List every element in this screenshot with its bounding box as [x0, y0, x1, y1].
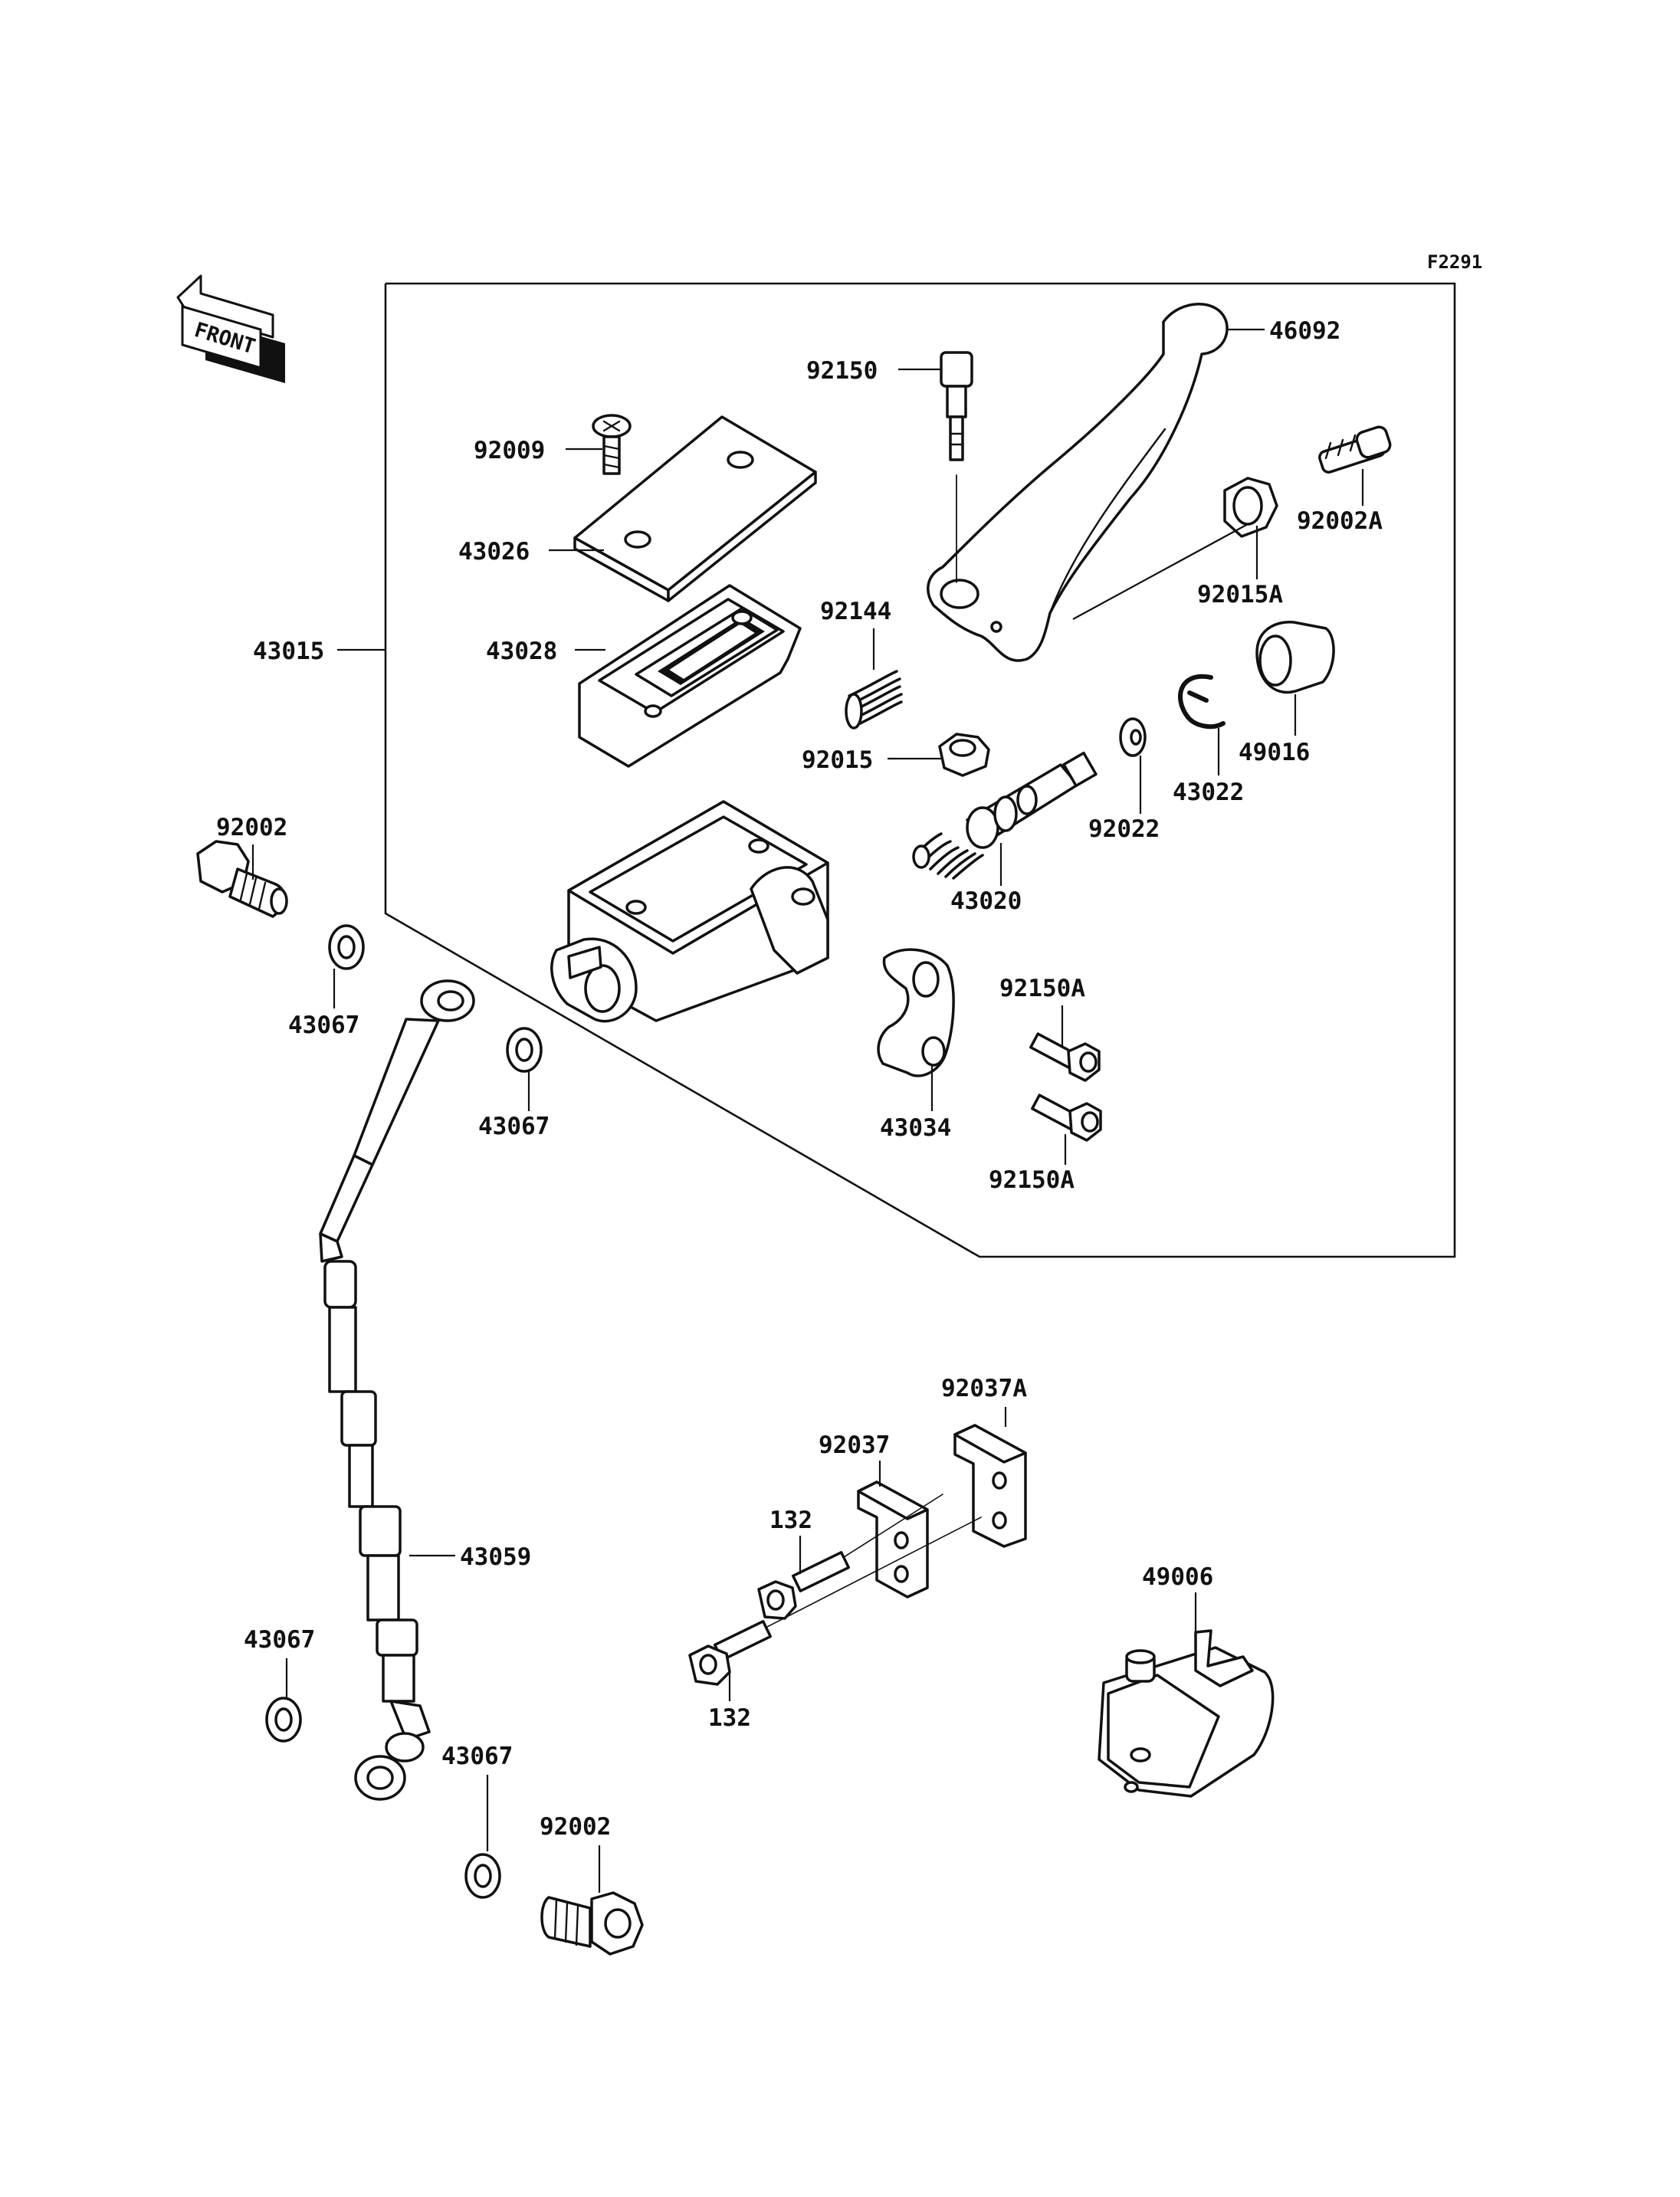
- callout-46092: 46092: [1269, 317, 1340, 345]
- hose-bracket-inner: [857, 1481, 929, 1599]
- callout-92015a: 92015A: [1197, 581, 1283, 608]
- assembly-frame: [384, 282, 1456, 1258]
- brake-lever: [927, 303, 1229, 662]
- crush-washer-2: [506, 1027, 543, 1073]
- callout-92150: 92150: [806, 357, 878, 385]
- adjuster-screw: [1318, 425, 1392, 474]
- lever-pivot-bolt: [940, 351, 973, 583]
- callout-43067-c: 43067: [244, 1626, 315, 1654]
- circlip: [1178, 674, 1226, 730]
- callout-43034: 43034: [880, 1114, 951, 1142]
- dust-boot: [1255, 620, 1335, 694]
- callout-labels: 46092 92150 92009 92002A 43026 92015A 92…: [216, 317, 1383, 1841]
- crush-washer-4: [464, 1853, 501, 1899]
- banjo-bolt-lower: [540, 1891, 644, 1956]
- banjo-bolt-upper: [196, 840, 288, 918]
- bracket-bolt-lower: [688, 1517, 982, 1686]
- callout-43028: 43028: [486, 638, 557, 665]
- master-cylinder-body: [550, 800, 829, 1023]
- clamp-bolt-lower: [1031, 1094, 1102, 1142]
- cap-screw: [592, 414, 632, 475]
- callout-92037a: 92037A: [941, 1375, 1027, 1402]
- crush-washer-3: [265, 1697, 302, 1743]
- callout-92150a-upper: 92150A: [999, 975, 1085, 1002]
- callout-92002-lower: 92002: [540, 1813, 611, 1841]
- callout-92144: 92144: [820, 598, 891, 625]
- callout-132-upper: 132: [769, 1507, 812, 1534]
- piston-washer: [1119, 717, 1147, 757]
- callout-92150a-lower: 92150A: [989, 1166, 1075, 1194]
- crush-washer-1: [328, 924, 365, 970]
- callout-92015: 92015: [802, 746, 873, 774]
- callout-43022: 43022: [1173, 779, 1244, 806]
- reservoir-diaphragm: [578, 584, 802, 768]
- callout-43020: 43020: [950, 887, 1022, 915]
- master-cylinder-cover: [1098, 1629, 1275, 1798]
- handlebar-clamp: [877, 948, 955, 1077]
- figure-code: F2291: [1427, 251, 1482, 273]
- callout-43059: 43059: [460, 1543, 531, 1571]
- callout-92037: 92037: [819, 1431, 890, 1459]
- callout-92002a: 92002A: [1297, 507, 1383, 535]
- callout-92009: 92009: [474, 437, 545, 464]
- lever-spring: [845, 670, 903, 730]
- callout-43026: 43026: [458, 538, 530, 566]
- clamp-bolt-upper: [1029, 1032, 1101, 1082]
- callout-43067-a: 43067: [288, 1012, 359, 1039]
- adjuster-nut: [1223, 477, 1278, 538]
- callout-43015: 43015: [253, 638, 324, 665]
- callout-49006: 49006: [1142, 1563, 1213, 1591]
- piston-assembly: [912, 751, 1098, 880]
- callout-43067-b: 43067: [478, 1113, 550, 1140]
- callout-92002-upper: 92002: [216, 814, 287, 841]
- callout-49016: 49016: [1239, 739, 1310, 766]
- leader-lines: [251, 328, 1364, 1893]
- hose-bracket-outer: [953, 1424, 1027, 1548]
- brake-hose: [319, 979, 475, 1801]
- callout-92022: 92022: [1088, 815, 1160, 843]
- bracket-bolt-upper: [757, 1494, 943, 1620]
- reservoir-cap: [573, 415, 817, 602]
- front-arrow-icon: FRONT: [176, 274, 285, 383]
- lever-pivot-nut: [938, 733, 990, 777]
- callout-132-lower: 132: [708, 1704, 751, 1732]
- callout-43067-d: 43067: [441, 1743, 513, 1770]
